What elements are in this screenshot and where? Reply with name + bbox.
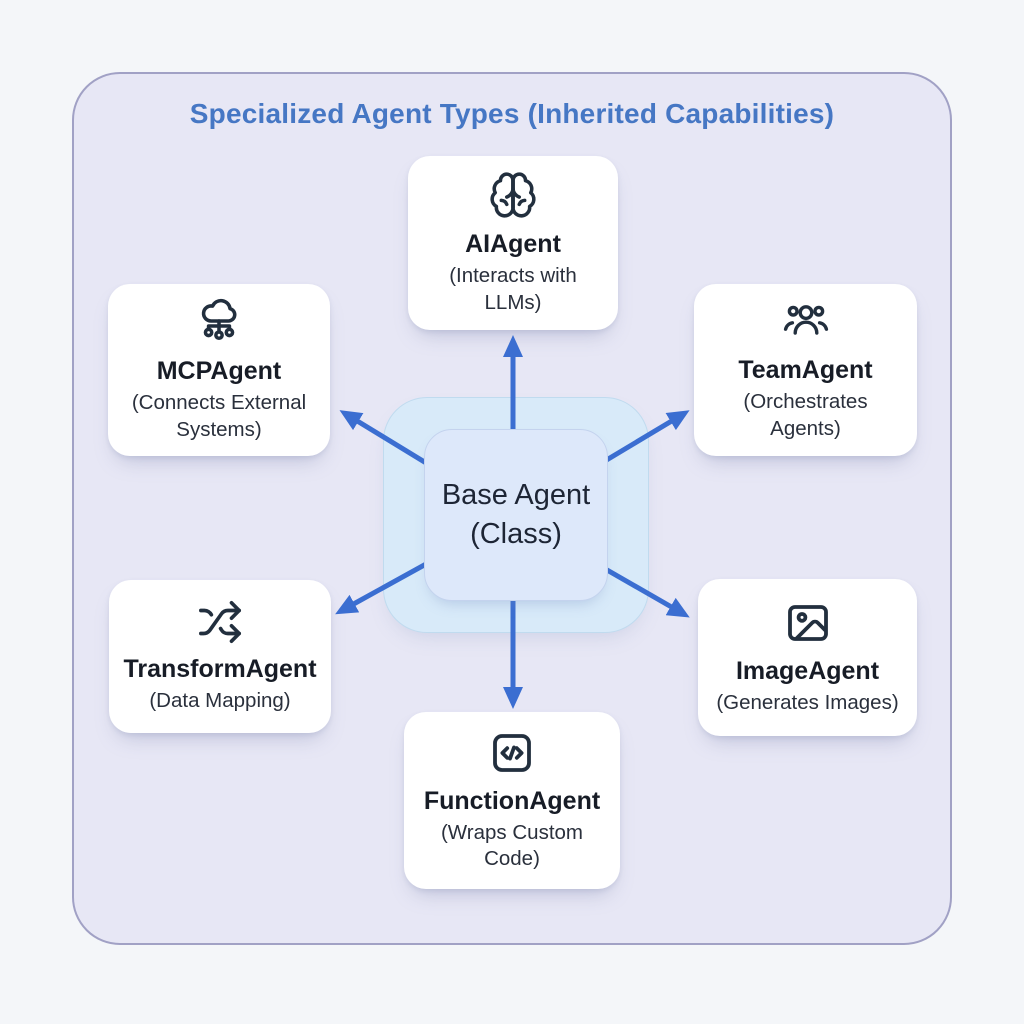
node-title: TransformAgent — [123, 654, 317, 683]
node-description: (Data Mapping) — [149, 688, 291, 712]
node-card-imageagent: ImageAgent (Generates Images) — [698, 579, 917, 736]
node-card-transformagent: TransformAgent (Data Mapping) — [109, 580, 331, 733]
node-card-functionagent: FunctionAgent (Wraps Custom Code) — [404, 712, 620, 889]
shuffle-icon — [195, 599, 245, 645]
node-title: ImageAgent — [735, 656, 880, 685]
node-description: (Wraps Custom Code) — [440, 820, 583, 870]
code-icon — [488, 729, 536, 777]
node-title: AIAgent — [465, 230, 561, 259]
node-title: TeamAgent — [738, 356, 873, 385]
cloud-network-icon — [194, 297, 244, 347]
node-card-teamagent: TeamAgent (Orchestrates Agents) — [694, 284, 917, 456]
node-description: (Connects External Systems) — [131, 391, 307, 441]
base-agent-class-box: Base Agent (Class) — [424, 429, 608, 601]
node-description: (Interacts with LLMs) — [449, 264, 577, 314]
users-icon — [780, 298, 832, 346]
node-card-aiagent: AIAgent (Interacts with LLMs) — [408, 156, 618, 330]
node-description: (Orchestrates Agents) — [743, 390, 868, 440]
brain-icon — [488, 170, 538, 220]
node-card-mcpagent: MCPAgent (Connects External Systems) — [108, 284, 330, 456]
node-title: MCPAgent — [156, 357, 282, 386]
node-description: (Generates Images) — [716, 690, 899, 714]
node-title: FunctionAgent — [423, 786, 601, 815]
diagram-title: Specialized Agent Types (Inherited Capab… — [189, 98, 835, 129]
image-icon — [784, 599, 832, 647]
